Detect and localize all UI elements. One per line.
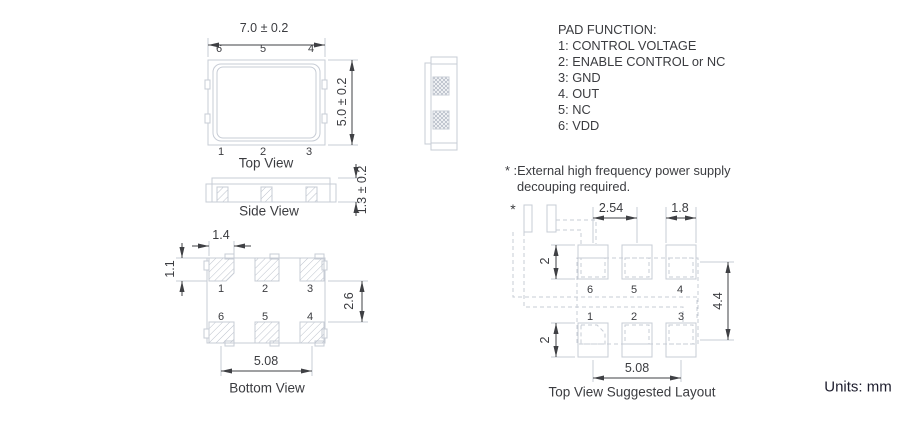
top-view-pin-5: 5 (259, 43, 267, 55)
layout-pad-height-bottom-dim: 2 (538, 336, 552, 344)
layout-outer-pitch-dim: 5.08 (624, 361, 650, 375)
bottom-view-pin-1: 1 (217, 283, 225, 295)
top-view-drawing (204, 38, 358, 146)
top-view-pin-3: 3 (305, 146, 313, 158)
layout-pin-2: 2 (630, 311, 638, 323)
bottom-view-pin-6: 6 (217, 311, 225, 323)
decoupling-note-line2: decouping required. (517, 179, 631, 194)
layout-col-pitch-dim: 2.54 (598, 201, 624, 215)
bottom-view-label: Bottom View (229, 380, 305, 396)
pad-function-item-3: 3: GND (558, 70, 601, 85)
pad-function-title: PAD FUNCTION: (558, 22, 657, 37)
top-view-pin-2: 2 (259, 146, 267, 158)
layout-label: Top View Suggested Layout (548, 384, 716, 400)
layout-star-marker: * (510, 201, 516, 217)
layout-pad-height-top-dim: 2 (538, 257, 552, 265)
bottom-view-pin-4: 4 (306, 311, 314, 323)
top-view-width-dim: 7.0 ± 0.2 (239, 21, 289, 35)
units-label: Units: mm (824, 378, 892, 396)
pad-function-item-1: 1: CONTROL VOLTAGE (558, 38, 697, 53)
decoupling-note-line1: * :External high frequency power supply (505, 163, 731, 178)
bottom-view-pin-3: 3 (306, 283, 314, 295)
bottom-view-row-gap-dim: 2.6 (342, 292, 356, 310)
pad-function-item-5: 5: NC (558, 102, 591, 117)
top-view-pin-4: 4 (307, 43, 315, 55)
pad-function-item-4: 4. OUT (558, 86, 600, 101)
bottom-view-pad-width-dim: 1.4 (212, 228, 230, 242)
layout-row-pitch-dim: 4.4 (711, 292, 725, 310)
pad-function-block: PAD FUNCTION: 1: CONTROL VOLTAGE 2: ENAB… (558, 22, 725, 134)
bottom-view-pitch-dim: 5.08 (253, 354, 279, 368)
layout-pin-4: 4 (676, 284, 684, 296)
end-view-drawing (424, 56, 458, 151)
top-view-label: Top View (238, 155, 294, 171)
layout-pin-6: 6 (586, 284, 594, 296)
pad-function-item-2: 2: ENABLE CONTROL or NC (558, 54, 726, 69)
suggested-layout-drawing (512, 204, 734, 382)
bottom-view-pin-2: 2 (261, 283, 269, 295)
layout-pad-width-dim: 1.8 (671, 201, 689, 215)
bottom-view-drawing (176, 241, 368, 376)
layout-pin-1: 1 (586, 311, 594, 323)
layout-pin-5: 5 (630, 284, 638, 296)
side-view-drawing (205, 164, 362, 216)
top-view-pin-1: 1 (217, 146, 225, 158)
pad-function-item-6: 6: VDD (558, 118, 600, 133)
top-view-pin-6: 6 (215, 43, 223, 55)
bottom-view-pin-5: 5 (261, 311, 269, 323)
side-view-height-dim: 1.3 ± 0.2 (355, 165, 369, 215)
side-view-label: Side View (239, 203, 299, 219)
top-view-height-dim: 5.0 ± 0.2 (335, 77, 349, 127)
bottom-view-pad-height-dim: 1.1 (163, 260, 177, 278)
layout-pin-3: 3 (677, 311, 685, 323)
